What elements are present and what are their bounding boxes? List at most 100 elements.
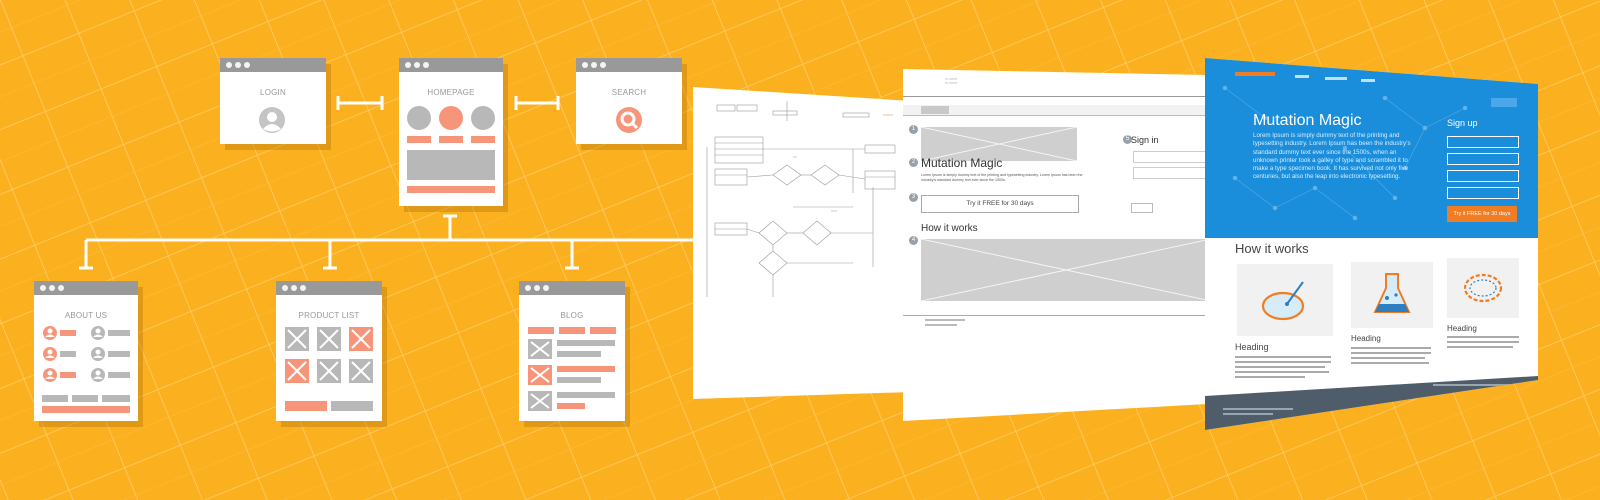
mockup-login-button[interactable] (1491, 98, 1517, 107)
search-icon (616, 107, 642, 133)
homepage-wireframe: HOMEPAGE (399, 58, 503, 206)
footer-links (1433, 384, 1523, 386)
blog-post-thumbnail (528, 365, 552, 385)
step-number: 2 (909, 158, 918, 167)
content-bar (407, 186, 495, 193)
content-block (407, 150, 495, 180)
signup-button[interactable]: Try it FREE for 30 days (1447, 206, 1517, 222)
user-avatar-icon (259, 107, 285, 133)
flask-icon (1373, 273, 1411, 313)
feature-text (1351, 362, 1429, 364)
page-title: LOGIN (260, 88, 286, 97)
blog-post-line (557, 403, 585, 409)
feature-card (1351, 262, 1433, 328)
feature-label (439, 136, 463, 143)
feature-circle (407, 106, 431, 130)
hero-image-placeholder (921, 127, 1077, 161)
pagination-bar (331, 401, 373, 411)
product-image-placeholder (317, 327, 341, 351)
product-image-placeholder (317, 359, 341, 383)
mockup-logo (1235, 72, 1275, 76)
about-us-page-wireframe: ABOUT US (34, 281, 138, 421)
mockup-nav-item (1325, 77, 1347, 80)
page-title: HOMEPAGE (427, 88, 475, 97)
blog-header-bar (590, 327, 616, 334)
hifi-mockup-sheet: Mutation Magic Lorem Ipsum is simply dum… (1205, 58, 1538, 430)
content-bar (42, 406, 130, 413)
feature-text (1235, 366, 1325, 368)
footer-text (1223, 408, 1293, 410)
step-number: 1 (909, 125, 918, 134)
feature-heading: Heading (1235, 342, 1269, 352)
wireframe-footer-line (903, 315, 1207, 316)
wireframe-cta-button[interactable]: Try it FREE for 30 days (921, 195, 1079, 213)
wireframe-hero-title: Mutation Magic (921, 156, 1003, 170)
dna-helix-icon (1463, 273, 1503, 303)
team-members-grid (43, 326, 130, 382)
wireframe-topbar (903, 96, 1207, 97)
content-bar (42, 395, 68, 402)
window-title-bar (576, 58, 682, 72)
page-title: BLOG (560, 311, 584, 320)
blog-post-line (557, 377, 601, 383)
wireframe-nav-active (921, 106, 949, 114)
window-title-bar (399, 58, 503, 72)
signup-field[interactable] (1447, 153, 1519, 165)
signup-field[interactable] (1447, 136, 1519, 148)
page-title: PRODUCT LIST (298, 311, 360, 320)
content-bar (72, 395, 98, 402)
feature-text (1351, 352, 1431, 354)
page-wireframe-sheet: ▭ ▭▭▭▭ ▭▭▭ 1 2 Mutation Magic Lorem Ipsu… (903, 69, 1207, 421)
wireframe-nav (903, 105, 1207, 116)
molecule-network-pattern (1222, 85, 1468, 221)
signup-field[interactable] (1447, 187, 1519, 199)
feature-circle (439, 106, 463, 130)
step-number: 3 (909, 193, 918, 202)
feature-text (1235, 376, 1305, 378)
feature-text (1447, 346, 1513, 348)
pagination-bar (285, 401, 327, 411)
mockup-hero-title: Mutation Magic (1253, 112, 1362, 129)
signin-button[interactable] (1131, 203, 1153, 213)
product-image-placeholder (285, 359, 309, 383)
feature-label (407, 136, 431, 143)
feature-text (1351, 357, 1425, 359)
signup-field[interactable] (1447, 170, 1519, 182)
search-page-wireframe: SEARCH (576, 58, 682, 144)
login-page-wireframe: LOGIN (220, 58, 326, 144)
blog-post-line (557, 340, 615, 346)
process-box-icon (693, 87, 694, 88)
content-bar (102, 395, 130, 402)
feature-text (1351, 347, 1431, 349)
blog-header-bar (528, 327, 554, 334)
window-title-bar (34, 281, 138, 295)
feature-card (1237, 264, 1333, 336)
feature-card (1447, 258, 1519, 318)
blog-page-wireframe: BLOG (519, 281, 625, 421)
wireframe-footer-text (925, 324, 957, 326)
window-title-bar (276, 281, 382, 295)
page-title: SEARCH (611, 88, 647, 97)
mockup-hero: Mutation Magic Lorem Ipsum is simply dum… (1205, 58, 1538, 238)
mockup-nav-item (1295, 75, 1309, 78)
signin-email-field[interactable] (1133, 151, 1207, 163)
feature-label (471, 136, 495, 143)
mockup-signup-title: Sign up (1447, 118, 1478, 128)
mockup-section-heading: How it works (1235, 241, 1309, 256)
product-image-placeholder (285, 327, 309, 351)
feature-circle (471, 106, 495, 130)
step-number: 5 (1123, 135, 1132, 144)
window-title-bar (519, 281, 625, 295)
wireframe-footer-text (925, 319, 965, 321)
signin-password-field[interactable] (1133, 167, 1207, 179)
section-image-placeholder (921, 239, 1207, 301)
window-title-bar (220, 58, 326, 72)
flowchart-sheet (693, 87, 911, 399)
decision-diamond-icon (706, 101, 896, 297)
mockup-nav-item (1361, 79, 1375, 82)
wireframe-signin-title: Sign in (1131, 135, 1159, 145)
feature-text (1235, 371, 1329, 373)
blog-post-line (557, 351, 601, 357)
mockup-hero-text: Lorem Ipsum is simply dummy text of the … (1253, 132, 1411, 181)
